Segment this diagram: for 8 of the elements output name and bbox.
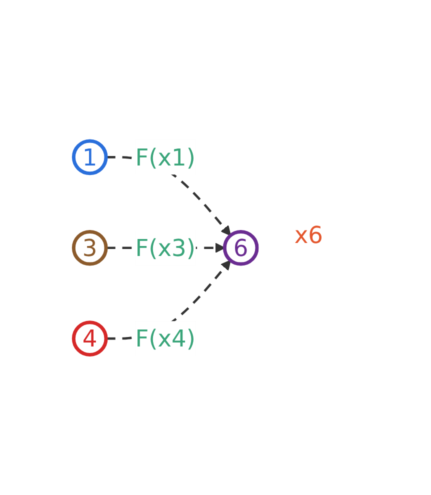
node-circle: 1 xyxy=(72,138,108,175)
edge-label: F(x3) xyxy=(134,234,196,262)
node-label: x6 xyxy=(294,220,323,249)
node-circle: 4 xyxy=(72,320,108,356)
edge-label: F(x4) xyxy=(134,324,196,352)
node-circle: 3 xyxy=(72,230,108,266)
node-circle: 6 xyxy=(222,230,258,266)
edge-label: F(x1) xyxy=(134,142,196,171)
